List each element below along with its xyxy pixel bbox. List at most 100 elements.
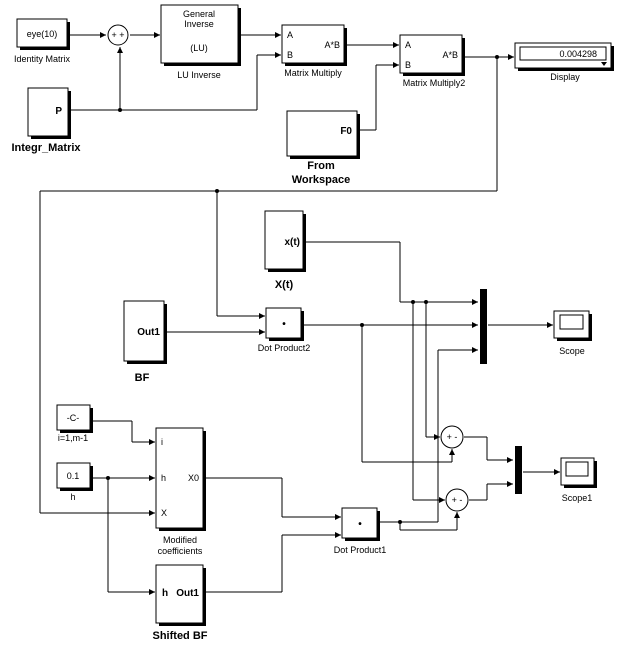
arrow-sum3-plus xyxy=(439,497,445,503)
arrow-mux1-in3 xyxy=(472,347,478,353)
lu-line3: (LU) xyxy=(190,43,208,53)
arrow-mm2-b xyxy=(393,62,399,68)
arrow-scope xyxy=(547,322,553,328)
arrowheads xyxy=(100,32,560,595)
dot2-label: Dot Product2 xyxy=(258,343,311,353)
arrow-shift-h xyxy=(149,589,155,595)
block-matrix-multiply[interactable]: A B A*B Matrix Multiply xyxy=(281,24,347,78)
branch-xt2 xyxy=(424,300,428,304)
xt-content: x(t) xyxy=(284,237,300,248)
shifted-content-out: Out1 xyxy=(176,588,199,599)
sum2-signs: + - xyxy=(447,432,458,442)
block-bf[interactable]: Out1 BF xyxy=(123,300,167,384)
arrow-mux1-in2 xyxy=(472,322,478,328)
branch-p xyxy=(118,108,122,112)
scope1-label: Scope1 xyxy=(562,493,593,503)
integr-label: Integr_Matrix xyxy=(11,142,81,154)
arrow-mod-i xyxy=(149,439,155,445)
mux2-bar[interactable] xyxy=(515,446,522,494)
scope-screen-icon xyxy=(559,314,584,330)
arrow-scope1 xyxy=(554,469,560,475)
block-sum2[interactable]: + - xyxy=(440,425,464,449)
branch-coef xyxy=(495,55,499,59)
lu-line1: General xyxy=(183,9,215,19)
arrow-sum2-minus xyxy=(449,449,455,455)
mm2-in-b: B xyxy=(405,60,411,70)
block-scope1[interactable]: Scope1 xyxy=(560,457,597,503)
modcoef-label-line1: Modified xyxy=(163,535,197,545)
display-label: Display xyxy=(550,72,580,82)
mm1-in-b: B xyxy=(287,50,293,60)
modcoef-in-i: i xyxy=(161,437,163,447)
block-sum1[interactable]: + + xyxy=(107,24,129,46)
modcoef-in-h: h xyxy=(161,473,166,483)
mm1-label: Matrix Multiply xyxy=(284,68,342,78)
arrow-mux2-in1 xyxy=(507,457,513,463)
identity-content: eye(10) xyxy=(27,29,58,39)
block-sum3[interactable]: + - xyxy=(445,488,469,512)
modcoef-out: X0 xyxy=(188,473,199,483)
arrow-sum1-in1 xyxy=(100,32,106,38)
integr-content: P xyxy=(55,106,62,117)
block-integr-matrix[interactable]: P Integr_Matrix xyxy=(11,87,81,154)
shifted-content-h: h xyxy=(162,588,168,599)
arrow-sum2-plus xyxy=(434,434,440,440)
block-const-c[interactable]: -C- i=1,m-1 xyxy=(56,404,93,443)
block-identity-matrix[interactable]: eye(10) Identity Matrix xyxy=(14,18,71,64)
xt-label: X(t) xyxy=(275,279,294,291)
scope-label: Scope xyxy=(559,346,585,356)
const-h-content: 0.1 xyxy=(67,471,80,481)
branch-h xyxy=(106,476,110,480)
block-dot-product2[interactable]: • Dot Product2 xyxy=(258,307,311,353)
sum3-signs: + - xyxy=(452,495,463,505)
dot2-op: • xyxy=(282,319,286,330)
branch-points xyxy=(106,55,499,524)
arrow-display xyxy=(508,54,514,60)
lu-label: LU Inverse xyxy=(177,70,221,80)
branch-xt1 xyxy=(411,300,415,304)
arrow-mux2-in2 xyxy=(507,481,513,487)
mux1-bar[interactable] xyxy=(480,289,487,364)
arrow-dot2-in2 xyxy=(259,329,265,335)
arrow-lu-in xyxy=(154,32,160,38)
display-value: 0.004298 xyxy=(559,49,597,59)
branch-coef-dot2 xyxy=(215,189,219,193)
branch-dot1 xyxy=(398,520,402,524)
mm2-in-a: A xyxy=(405,40,411,50)
sum1-signs: + + xyxy=(111,30,124,40)
scope1-screen-icon xyxy=(565,461,589,477)
arrow-dot1-in2 xyxy=(335,532,341,538)
const-h-label: h xyxy=(70,492,75,502)
arrow-mm2-a xyxy=(393,42,399,48)
block-lu-inverse[interactable]: General Inverse (LU) LU Inverse xyxy=(160,4,241,80)
block-const-h[interactable]: 0.1 h xyxy=(56,462,93,502)
mm1-in-a: A xyxy=(287,30,293,40)
dot1-label: Dot Product1 xyxy=(334,545,387,555)
const-c-content: -C- xyxy=(67,413,80,423)
bf-content: Out1 xyxy=(137,327,160,338)
fromws-label-line2: Workspace xyxy=(292,174,351,186)
const-c-label: i=1,m-1 xyxy=(58,433,88,443)
arrow-mod-x xyxy=(149,510,155,516)
block-dot-product1[interactable]: • Dot Product1 xyxy=(334,507,387,555)
block-from-workspace[interactable]: F0 From Workspace xyxy=(286,110,360,186)
block-shifted-bf[interactable]: h Out1 Shifted BF xyxy=(153,564,208,642)
block-modified-coefficients[interactable]: i h X X0 Modified coefficients xyxy=(155,427,206,556)
block-scope[interactable]: Scope xyxy=(553,310,592,356)
fromws-label-line1: From xyxy=(307,160,335,172)
lu-line2: Inverse xyxy=(184,19,214,29)
shifted-label: Shifted BF xyxy=(153,630,208,642)
display-chevron-down-icon xyxy=(601,62,607,66)
modcoef-label-line2: coefficients xyxy=(158,546,203,556)
block-matrix-multiply2[interactable]: A B A*B Matrix Multiply2 xyxy=(399,34,466,88)
arrow-mux1-in1 xyxy=(472,299,478,305)
mm2-label: Matrix Multiply2 xyxy=(403,78,466,88)
mm1-op: A*B xyxy=(324,40,340,50)
block-display[interactable]: 0.004298 Display xyxy=(514,42,614,82)
arrow-mm1-b xyxy=(275,52,281,58)
identity-label: Identity Matrix xyxy=(14,54,71,64)
block-xt[interactable]: x(t) X(t) xyxy=(264,210,306,291)
arrow-mm1-a xyxy=(275,32,281,38)
